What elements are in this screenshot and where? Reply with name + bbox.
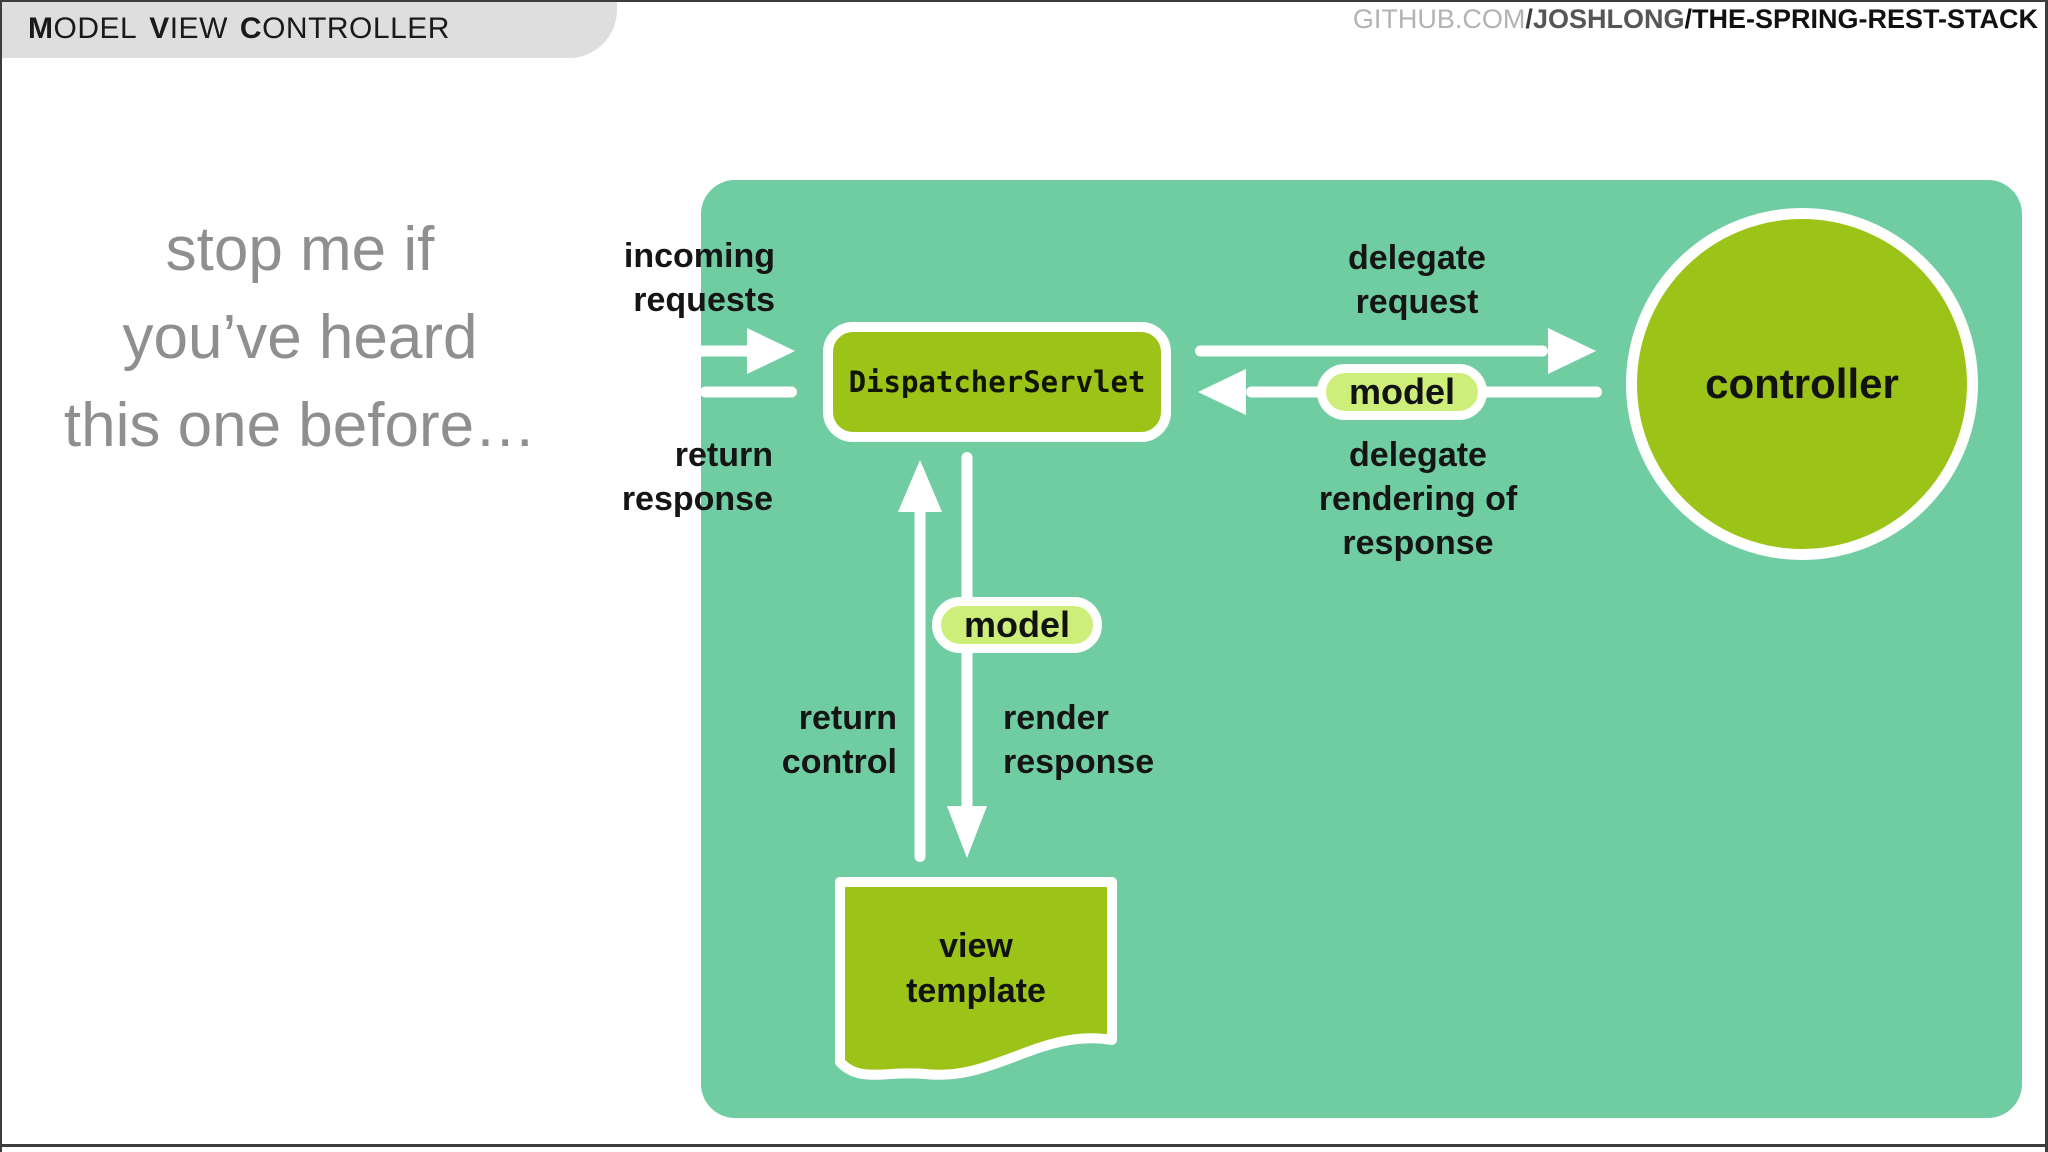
delegate-request-arrow-head xyxy=(1548,328,1596,374)
model-pill-controller: model xyxy=(1317,364,1487,420)
title-initial: C xyxy=(239,12,263,45)
label-return-control: return control xyxy=(647,696,897,784)
title-word: ODEL xyxy=(53,12,138,45)
tagline-line: stop me if xyxy=(165,215,435,284)
github-reference: GITHUB.COM/JOSHLONG/THE-SPRING-REST-STAC… xyxy=(1353,4,2038,35)
label-line: delegate xyxy=(1348,239,1486,277)
controller-label: controller xyxy=(1705,360,1899,407)
github-repo: THE-SPRING-REST-STACK xyxy=(1691,4,2038,34)
title-initial: V xyxy=(149,12,170,45)
label-line: delegate xyxy=(1349,436,1487,474)
model-pill-label: model xyxy=(963,604,1070,645)
model-return-arrow-head xyxy=(1198,369,1246,415)
incoming-requests-arrow xyxy=(700,328,795,374)
title-word: ONTROLLER xyxy=(262,12,450,45)
return-response-arrow xyxy=(700,386,797,398)
label-incoming-requests: incoming requests xyxy=(505,234,775,322)
label-line: rendering of xyxy=(1318,480,1518,518)
label-delegate-rendering-of-response: delegate rendering of response xyxy=(1243,433,1593,565)
slide-title: MODEL VIEW CONTROLLER xyxy=(28,12,450,46)
label-line: control xyxy=(781,743,897,781)
label-line: return xyxy=(798,699,897,737)
frame-border-bottom xyxy=(0,1144,2048,1147)
controller-node: controller xyxy=(1626,208,1978,560)
frame-border-top xyxy=(0,0,2048,2)
dispatcher-servlet-node: DispatcherServlet xyxy=(823,322,1171,442)
label-delegate-request: delegate request xyxy=(1267,236,1567,324)
frame-border-right xyxy=(2045,0,2048,1152)
label-line: incoming xyxy=(623,237,775,275)
header-bar: MODEL VIEW CONTROLLER xyxy=(0,0,617,58)
label-line: requests xyxy=(633,281,775,319)
view-template-label-line: template xyxy=(906,972,1046,1010)
github-user: JOSHLONG xyxy=(1532,4,1685,34)
tagline: stop me if you’ve heard this one before… xyxy=(0,206,600,470)
title-word: IEW xyxy=(169,12,228,45)
view-template-shape xyxy=(835,877,1117,1080)
delegate-request-arrow-shaft xyxy=(1195,345,1548,357)
frame-border-left xyxy=(0,0,2,1152)
label-line: return xyxy=(674,436,773,474)
model-pill-label: model xyxy=(1348,371,1455,412)
label-line: response xyxy=(621,480,773,518)
github-slash: / xyxy=(1525,4,1533,34)
label-line: request xyxy=(1355,283,1479,321)
view-template-label: view template xyxy=(836,924,1116,1014)
return-control-arrow-head xyxy=(898,460,942,512)
label-line: response xyxy=(1003,743,1155,781)
render-response-arrow-head xyxy=(947,806,987,858)
model-pill-view: model xyxy=(932,597,1102,653)
tagline-line: this one before… xyxy=(63,391,537,460)
label-render-response: render response xyxy=(1003,696,1303,784)
tagline-line: you’ve heard xyxy=(122,303,478,372)
github-slash: / xyxy=(1684,4,1692,34)
dispatcher-servlet-label: DispatcherServlet xyxy=(848,365,1146,399)
github-domain: GITHUB.COM xyxy=(1352,4,1526,34)
return-control-arrow-shaft xyxy=(914,505,926,862)
label-return-response: return response xyxy=(505,433,773,521)
view-template-label-line: view xyxy=(939,927,1013,965)
title-initial: M xyxy=(28,12,54,45)
label-line: render xyxy=(1003,699,1109,737)
label-line: response xyxy=(1342,524,1494,562)
